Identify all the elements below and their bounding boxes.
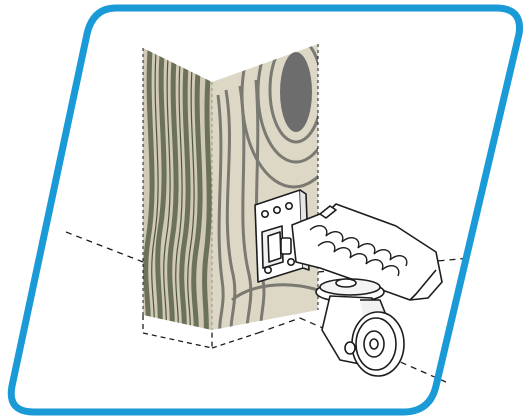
wheel [352,312,404,376]
wooden-post [143,3,346,335]
wood-knot [280,52,312,132]
